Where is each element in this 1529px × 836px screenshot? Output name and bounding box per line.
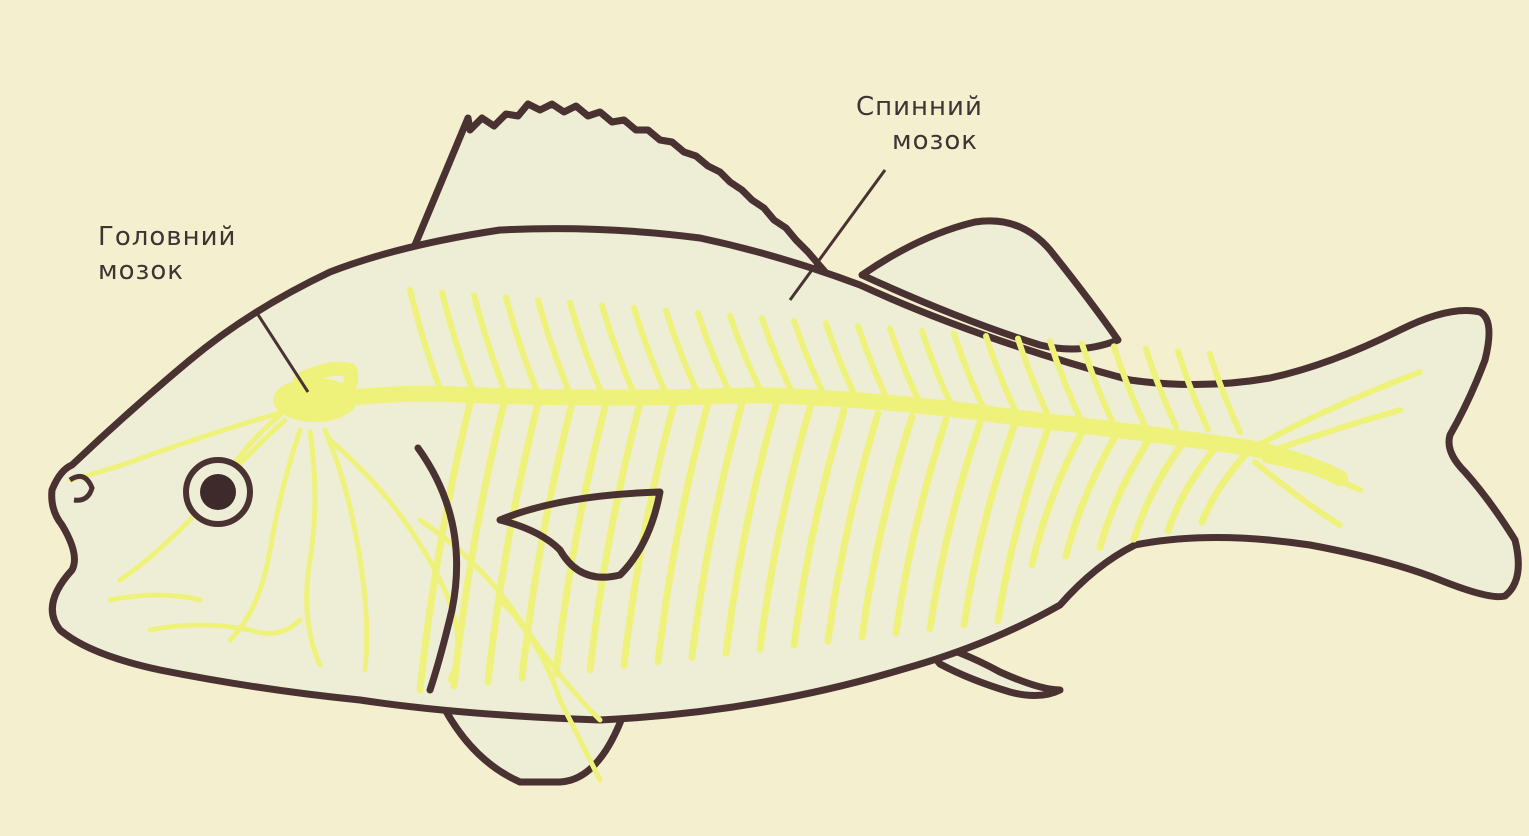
spinal-cord-label-line1: Спинний — [856, 92, 983, 122]
brain-label-line1: Головний — [98, 222, 236, 252]
fish-body — [52, 229, 1519, 720]
brain-label: Головний мозок — [98, 220, 236, 288]
eye — [186, 460, 250, 524]
spinal-cord-label: Спинний мозок — [856, 90, 983, 158]
brain-label-line2: мозок — [98, 254, 236, 288]
spinal-cord-label-line2: мозок — [892, 124, 983, 158]
